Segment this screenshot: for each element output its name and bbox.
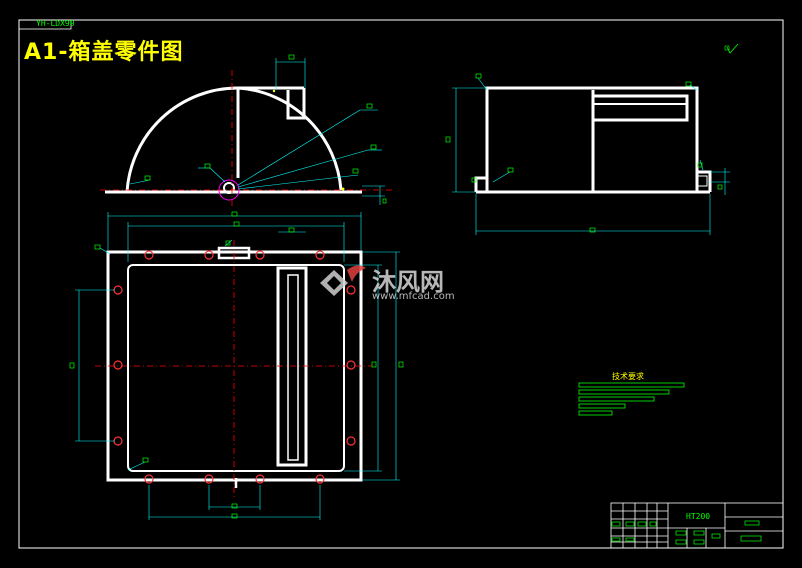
watermark-text: 沐风网	[372, 268, 444, 296]
drawing-code: YH-LDX99	[36, 19, 75, 28]
drawing-title: A1-箱盖零件图	[24, 40, 184, 65]
material-label: HT200	[686, 512, 711, 521]
technical-requirements-title: 技术要求	[612, 372, 644, 381]
corner-tag-box	[18, 19, 72, 30]
side-view	[445, 43, 739, 235]
title-block-fields	[611, 520, 762, 545]
title-block	[610, 502, 784, 549]
watermark-url: www.mfcad.com	[372, 291, 455, 302]
sheet-border	[18, 19, 784, 549]
watermark-logo	[320, 265, 366, 296]
top-view	[69, 211, 404, 520]
front-view	[100, 54, 395, 208]
technical-requirements	[578, 382, 685, 416]
